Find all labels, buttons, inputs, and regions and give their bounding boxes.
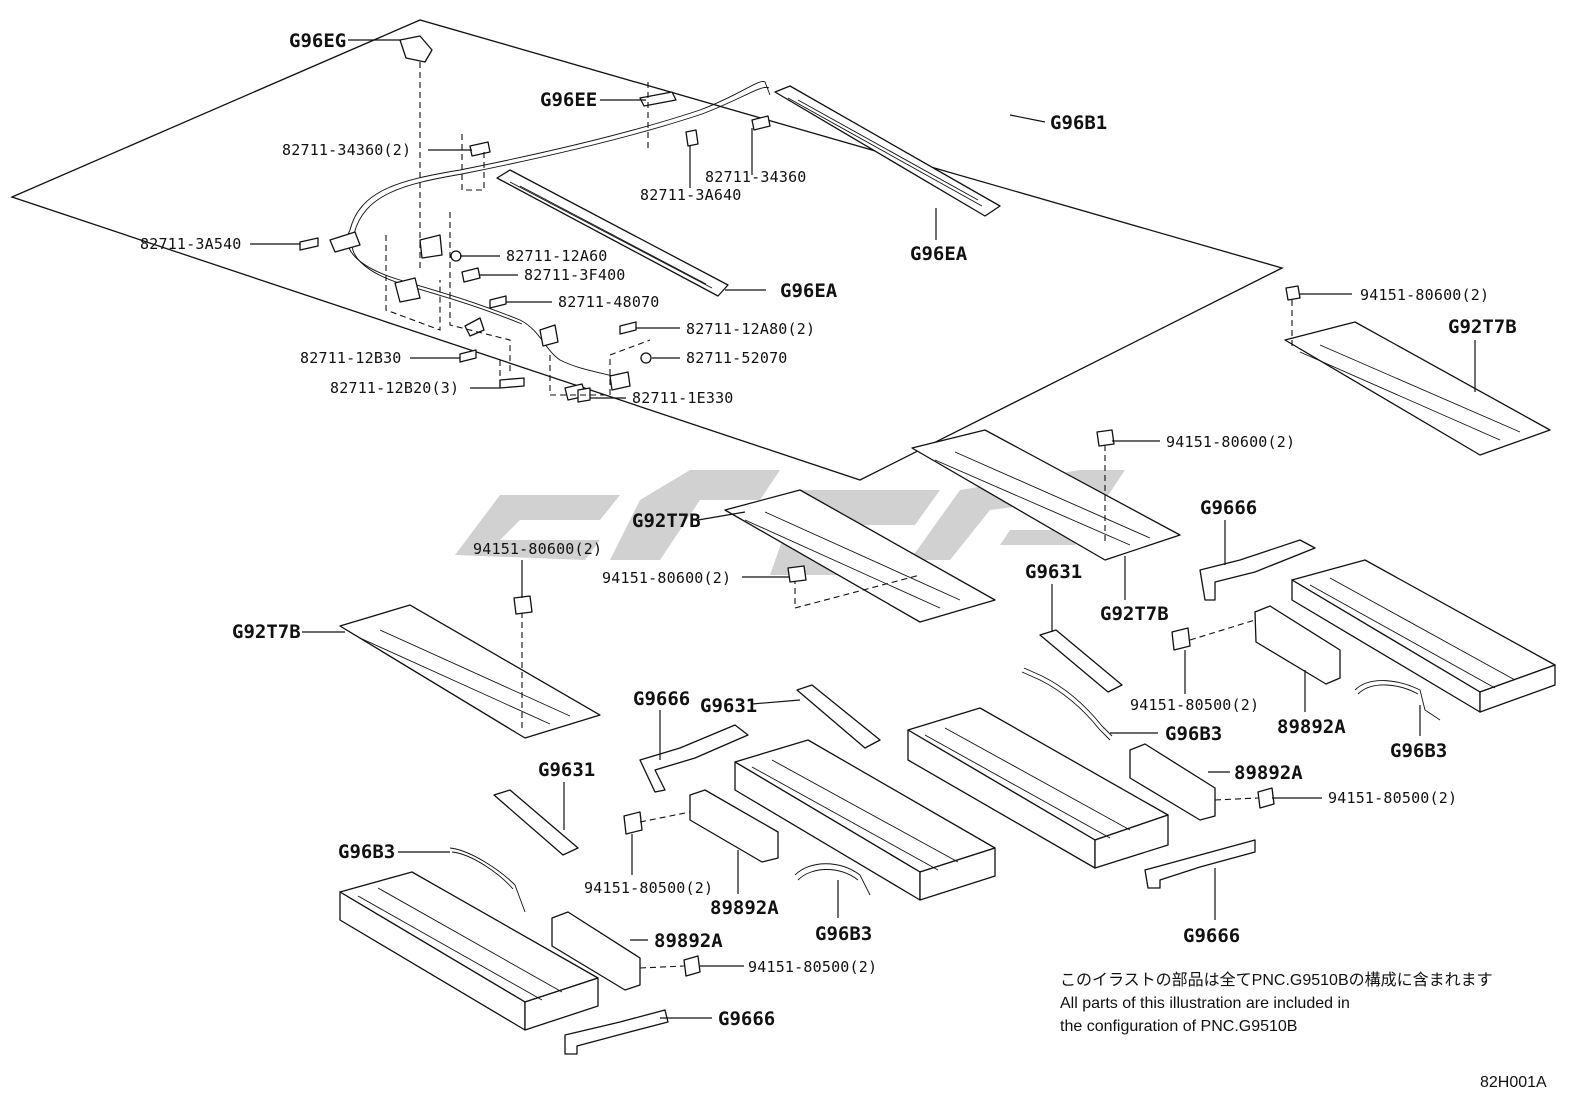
label-g96eg: G96EG xyxy=(289,30,346,52)
label-g92t7b-3: G92T7B xyxy=(1100,603,1169,625)
label-94151-80600-4: 94151-80600(2) xyxy=(602,569,731,587)
battery-module-right xyxy=(1291,559,1556,713)
harness-dashed-guides xyxy=(385,62,651,396)
note-line-en-2: the configuration of PNC.G9510B xyxy=(1060,1018,1297,1035)
label-g92t7b-1: G92T7B xyxy=(1448,316,1517,338)
label-g96b3-1: G96B3 xyxy=(1165,723,1222,745)
label-89892a-4: 89892A xyxy=(654,930,723,952)
label-g96b3-2: G96B3 xyxy=(1390,740,1447,762)
wire-lead-group xyxy=(449,667,1441,913)
label-g9666-3: G9666 xyxy=(1183,925,1240,947)
battery-module-left-center xyxy=(734,739,996,901)
label-82711-12b30: 82711-12B30 xyxy=(300,349,402,367)
label-94151-80600-1: 94151-80600(2) xyxy=(1360,286,1489,304)
note-line-en-1: All parts of this illustration are inclu… xyxy=(1060,995,1350,1012)
label-94151-80500-2: 94151-80500(2) xyxy=(1328,789,1457,807)
label-g9666-1: G9666 xyxy=(1200,497,1257,519)
label-82711-1e330: 82711-1E330 xyxy=(632,389,734,407)
label-94151-80500-4: 94151-80500(2) xyxy=(748,958,877,976)
label-g92t7b-2: G92T7B xyxy=(632,510,701,532)
bracket-g9631-group xyxy=(493,629,1123,856)
label-82711-3a540: 82711-3A540 xyxy=(140,235,242,253)
leader-lines xyxy=(250,39,1476,1019)
label-82711-48070: 82711-48070 xyxy=(558,293,660,311)
label-94151-80600-3: 94151-80600(2) xyxy=(473,540,602,558)
label-82711-12b20-3: 82711-12B20(3) xyxy=(330,379,459,397)
nut-group xyxy=(623,619,1275,977)
label-89892a-2: 89892A xyxy=(1234,762,1303,784)
tray-g96ea-left xyxy=(496,169,729,297)
label-94151-80500-3: 94151-80500(2) xyxy=(584,879,713,897)
label-82711-34360-2: 82711-34360(2) xyxy=(282,141,411,159)
diagram-code: 82H001A xyxy=(1480,1074,1547,1091)
label-g96ea-2: G96EA xyxy=(910,243,968,265)
label-g96ea-1: G96EA xyxy=(780,280,838,302)
cover-plate-upper-middle xyxy=(911,429,1181,561)
label-g9666-4: G9666 xyxy=(718,1008,775,1030)
note-line-ja: このイラストの部品は全てPNC.G9510Bの構成に含まれます xyxy=(1060,971,1493,989)
cover-plate-left xyxy=(339,595,601,739)
label-82711-3f400: 82711-3F400 xyxy=(524,266,626,284)
cover-plate-right xyxy=(1284,285,1551,456)
label-94151-80500-1: 94151-80500(2) xyxy=(1130,696,1259,714)
label-94151-80600-2: 94151-80600(2) xyxy=(1166,433,1295,451)
label-g96b1: G96B1 xyxy=(1050,112,1107,134)
label-82711-12a80-2: 82711-12A80(2) xyxy=(686,320,815,338)
label-g96ee: G96EE xyxy=(540,89,597,111)
label-89892a-3: 89892A xyxy=(710,897,779,919)
bracket-89892a-group xyxy=(551,605,1341,991)
label-g9631-3: G9631 xyxy=(538,759,595,781)
part-labels: G96EG G96EE G96B1 82711-34360(2) 82711-3… xyxy=(140,30,1517,1030)
label-89892a-1: 89892A xyxy=(1277,716,1346,738)
label-g9666-2: G9666 xyxy=(633,688,690,710)
label-82711-3a640: 82711-3A640 xyxy=(640,186,742,204)
note-block: このイラストの部品は全てPNC.G9510Bの構成に含まれます All part… xyxy=(1060,971,1493,1035)
label-g96b3-4: G96B3 xyxy=(338,841,395,863)
label-82711-52070: 82711-52070 xyxy=(686,349,788,367)
bracket-g9666-group xyxy=(564,539,1316,1055)
tray-g96ea-right xyxy=(774,85,1001,217)
label-g92t7b-4: G92T7B xyxy=(232,621,301,643)
battery-module-center xyxy=(907,707,1169,869)
wire-harness xyxy=(329,80,771,401)
battery-module-left xyxy=(339,871,599,1031)
clip-icons xyxy=(299,35,771,403)
label-82711-12a60: 82711-12A60 xyxy=(506,247,608,265)
label-g9631-2: G9631 xyxy=(700,695,757,717)
label-g96b3-3: G96B3 xyxy=(815,923,872,945)
label-g9631-1: G9631 xyxy=(1025,561,1082,583)
label-82711-34360: 82711-34360 xyxy=(705,168,807,186)
cover-plate-middle xyxy=(724,489,996,623)
